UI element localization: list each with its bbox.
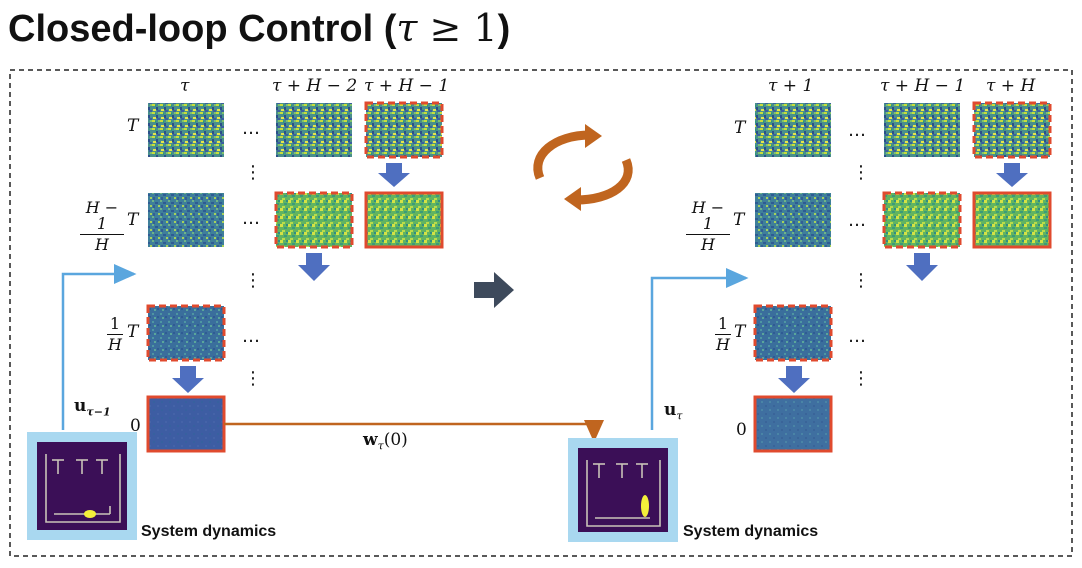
control-label-left: uτ−1 <box>74 396 111 419</box>
row-label-right-T: T <box>734 118 746 138</box>
system-dynamics-label-right: System dynamics <box>683 523 819 540</box>
hellipsis: … <box>848 210 866 231</box>
row-label-left-T: T <box>127 116 139 136</box>
system-dynamics-label-left: System dynamics <box>141 523 277 540</box>
system-agent-right <box>641 495 649 517</box>
vellipsis: ⋮ <box>244 162 262 183</box>
col-label-right-1: τ + 1 <box>768 76 814 96</box>
noise-image-tauH1-T <box>884 103 960 157</box>
noise-image-tau1-low-dashed <box>753 304 833 362</box>
col-label-left-1: τ <box>180 76 190 96</box>
col-label-left-3: τ + H − 1 <box>364 76 450 96</box>
down-arrow-icon <box>778 366 810 393</box>
hellipsis: … <box>848 120 866 141</box>
noise-image-tau1-zero-solid <box>753 395 833 453</box>
hellipsis: … <box>848 326 866 347</box>
row-label-right-mid-frac: H − 1 H <box>686 200 730 253</box>
down-arrow-icon <box>172 366 204 393</box>
control-line-right <box>650 268 749 430</box>
down-arrow-icon <box>906 253 938 281</box>
noise-image-tauH1-mid-solid <box>364 191 444 249</box>
hellipsis: … <box>242 208 260 229</box>
noise-line <box>224 420 604 443</box>
noise-label: wτ(0) <box>363 430 408 453</box>
col-label-right-2: τ + H − 1 <box>880 76 966 96</box>
row-label-right-zero: 0 <box>736 420 747 440</box>
vellipsis: ⋮ <box>244 270 262 291</box>
noise-image-tau-mid <box>148 193 224 247</box>
maze-left <box>45 454 121 523</box>
vellipsis: ⋮ <box>852 162 870 183</box>
noise-image-tau1-mid <box>755 193 831 247</box>
noise-image-tauH2-T <box>276 103 352 157</box>
system-dynamics-left-image <box>37 442 127 530</box>
control-label-right: uτ <box>664 400 683 423</box>
row-label-right-mid-T: T <box>733 210 745 230</box>
col-label-right-3: τ + H <box>986 76 1036 96</box>
vellipsis: ⋮ <box>852 270 870 291</box>
system-dynamics-right-image <box>578 448 668 532</box>
noise-image-tauH2-mid-dashed <box>274 191 354 249</box>
row-label-left-zero: 0 <box>130 416 141 436</box>
row-label-left-mid-frac: H − 1 H <box>80 200 124 253</box>
down-arrow-icon <box>996 163 1028 187</box>
maze-right <box>586 460 661 527</box>
row-label-right-low-T: T <box>734 322 746 342</box>
cycle-icon <box>533 124 633 211</box>
noise-image-tau1-T <box>755 103 831 157</box>
vellipsis: ⋮ <box>852 368 870 389</box>
noise-image-tauH-mid-solid <box>972 191 1052 249</box>
down-arrow-icon <box>298 253 330 281</box>
row-label-left-mid-T: T <box>127 210 139 230</box>
noise-image-tauH1-mid-dashed <box>882 191 962 249</box>
hellipsis: … <box>242 326 260 347</box>
noise-image-tau-T <box>148 103 224 157</box>
noise-image-tauH-T-dashed <box>972 101 1052 159</box>
vellipsis: ⋮ <box>244 368 262 389</box>
col-label-left-2: τ + H − 2 <box>272 76 358 96</box>
noise-image-tauH1-T-dashed <box>364 101 444 159</box>
system-agent-left <box>84 510 96 518</box>
hellipsis: … <box>242 118 260 139</box>
row-label-left-low-frac: 1 H <box>107 314 123 354</box>
transition-arrow-icon <box>474 272 514 308</box>
row-label-left-low-T: T <box>127 322 139 342</box>
page-title: Closed-loop Control (τ ≥ 1) <box>8 6 511 50</box>
noise-image-tau-zero-solid <box>146 395 226 453</box>
down-arrow-icon <box>378 163 410 187</box>
noise-image-tau-low-dashed <box>146 304 226 362</box>
row-label-right-low-frac: 1 H <box>715 314 731 354</box>
outer-frame <box>9 69 1073 557</box>
control-line-left <box>61 264 137 430</box>
